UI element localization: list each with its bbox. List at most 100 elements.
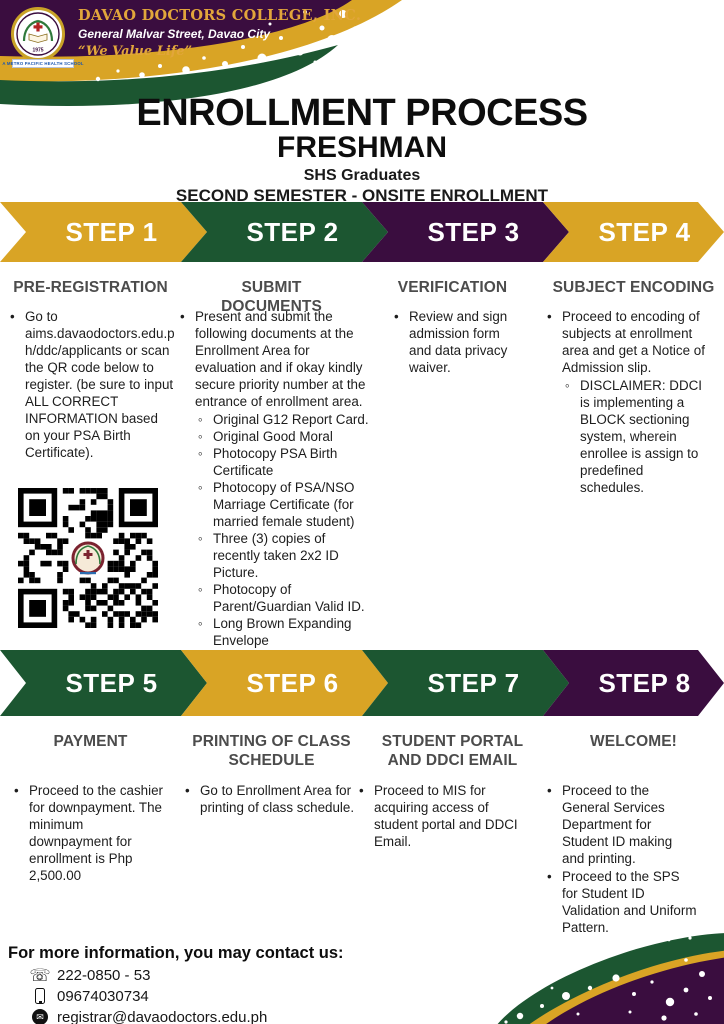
step-headings-row-2: PAYMENT PRINTING OF CLASS SCHEDULE STUDE… [0,733,724,771]
bullet-text: Proceed to the cashier for downpayment. … [29,783,163,883]
steps-row-1: STEP 1 STEP 2 STEP 3 STEP 4 [0,202,724,262]
logo-banner: A METRO PACIFIC HEALTH SCHOOL [2,59,84,68]
bullet-dot: • [547,783,552,798]
college-logo-seal: 1975 [11,7,65,61]
sub-bullet-text: Photocopy of Parent/Guardian Valid ID. [213,582,365,614]
sub-bullet-dot: ◦ [198,446,203,461]
sub-bullet-item: ◦ Photocopy PSA Birth Certificate [198,445,370,479]
sub-bullet-item: ◦ Original G12 Report Card. [198,411,370,428]
page-title: ENROLLMENT PROCESS [136,92,588,134]
step-5-content: • Proceed to the cashier for downpayment.… [12,782,164,885]
step-7-heading: STUDENT PORTAL AND DDCI EMAIL [381,733,524,769]
step-label: STEP 5 [65,667,158,698]
arrow-step-8: STEP 8 [543,650,724,716]
college-name: DAVAO DOCTORS COLLEGE, INC. [78,7,362,24]
page-subtitle: FRESHMAN [277,131,447,164]
sub-bullet-item: ◦Three (3) copies of recently taken 2x2 … [198,530,370,581]
sub-bullet-text: Three (3) copies of recently taken 2x2 I… [213,531,339,580]
sub-bullet-text: Long Brown Expanding Envelope [213,616,352,648]
bullet-item: • Proceed to the cashier for downpayment.… [12,782,164,884]
step-label: STEP 4 [598,216,691,247]
step-label: STEP 3 [427,216,520,247]
sub-bullet-item: ◦ Photocopy of PSA/NSO Marriage Certifica… [198,479,370,530]
sub-bullet-text: Photocopy PSA Birth Certificate [213,446,338,478]
bullet-dot: • [359,783,364,798]
contact-email-row: ✉ registrar@davaodoctors.edu.ph [30,1008,344,1024]
college-address: General Malvar Street, Davao City [78,27,271,41]
mobile-number: 09674030734 [57,987,149,1005]
sub-bullet-dot: ◦ [198,582,203,597]
bullet-dot: • [10,309,15,324]
step-4-content: • Proceed to encoding of subjects at enro… [545,308,711,496]
sub-bullet-text: Original Good Moral [213,429,333,444]
contact-mobile-row: 09674030734 [30,987,344,1005]
bullet-dot: • [547,309,552,324]
arrow-step-5: STEP 5 [0,650,207,716]
phone-number: 222-0850 - 53 [57,966,151,984]
steps-row-2: STEP 5 STEP 6 STEP 7 STEP 8 [0,650,724,716]
bullet-text: Present and submit the following documen… [195,309,366,409]
bullet-item: •Go to aims.davaodoctors.edu.ph/ddc/appl… [8,308,176,461]
bullet-item: • Go to Enrollment Area for printing of c… [183,782,359,816]
bullet-dot: • [14,783,19,798]
college-tagline: “We Value Life” [78,44,193,59]
step-headings-row-1: PRE-REGISTRATION SUBMIT DOCUMENTS VERIFI… [0,279,724,317]
sub-bullet-dot: ◦ [198,429,203,444]
step-3-heading: VERIFICATION [397,279,508,296]
arrow-step-4: STEP 4 [543,202,724,262]
step-label: STEP 6 [246,667,339,698]
sub-bullet-dot: ◦ [198,412,203,427]
sub-bullet-text: DISCLAIMER: DDCI is implementing a BLOCK… [580,378,703,495]
step-7-content: • Proceed to MIS for acquiring access of … [357,782,531,851]
mobile-icon [30,988,50,1004]
bullet-item: • Proceed to the SPS for Student ID Valid… [545,868,697,936]
step-5-heading: PAYMENT [53,733,128,750]
email-icon: ✉ [30,1009,50,1024]
sub-bullet-dot: ◦ [198,616,203,631]
sub-bullet-item: ◦ Photocopy of Parent/Guardian Valid ID. [198,581,370,615]
sub-bullet-text: Original G12 Report Card. [213,412,369,427]
arrow-step-3: STEP 3 [362,202,569,262]
arrow-step-1: STEP 1 [0,202,207,262]
poster-title-block: ENROLLMENT PROCESS FRESHMAN SHS Graduate… [0,94,724,206]
logo-year: 1975 [32,48,43,54]
bullet-text: Go to Enrollment Area for printing of cl… [200,783,355,815]
contact-section: For more information, you may contact us… [8,944,344,1024]
sub-bullet-item: ◦ DISCLAIMER: DDCI is implementing a BLOC… [565,377,711,496]
step-6-content: • Go to Enrollment Area for printing of c… [183,782,359,817]
bullet-item: • Proceed to encoding of subjects at enro… [545,308,711,376]
bullet-item: • Proceed to the General Services Departm… [545,782,697,867]
phone-icon: ☏ [29,965,51,985]
logo-banner-text: A METRO PACIFIC HEALTH SCHOOL [2,61,84,66]
step-label: STEP 1 [65,216,158,247]
header-text-block: DAVAO DOCTORS COLLEGE, INC. General Malv… [78,7,361,59]
title-audience: SHS Graduates [303,166,421,184]
step-4-heading: SUBJECT ENCODING [552,279,715,296]
sub-bullet-text: Photocopy of PSA/NSO Marriage Certificat… [213,480,355,529]
bullet-text: Proceed to encoding of subjects at enrol… [562,309,705,375]
bullet-text: Review and sign admission form and data … [409,309,508,375]
bullet-item: • Present and submit the following docume… [178,308,370,410]
qr-code [18,488,158,628]
arrow-step-6: STEP 6 [181,650,388,716]
bullet-dot: • [547,869,552,884]
bullet-text: Proceed to the SPS for Student ID Valida… [562,869,697,935]
step-label: STEP 7 [427,667,520,698]
step-2-content: • Present and submit the following docume… [178,308,370,649]
bullet-item: •Review and sign admission form and data… [392,308,520,376]
bullet-text: Proceed to MIS for acquiring access of s… [374,783,518,849]
bullet-text: Proceed to the General Services Departme… [562,783,673,866]
step-8-heading: WELCOME! [590,733,677,750]
arrow-step-7: STEP 7 [362,650,569,716]
arrow-step-2: STEP 2 [181,202,388,262]
sub-bullet-dot: ◦ [565,378,570,393]
sub-bullet-item: ◦ Long Brown Expanding Envelope [198,615,370,649]
step-6-heading: PRINTING OF CLASS SCHEDULE [192,733,351,769]
bullet-dot: • [180,309,185,324]
sub-bullet-dot: ◦ [198,480,203,495]
email-address: registrar@davaodoctors.edu.ph [57,1008,268,1024]
step-1-content: •Go to aims.davaodoctors.edu.ph/ddc/appl… [8,308,176,462]
step-2-heading: SUBMIT DOCUMENTS [221,279,322,315]
bullet-dot: • [185,783,190,798]
